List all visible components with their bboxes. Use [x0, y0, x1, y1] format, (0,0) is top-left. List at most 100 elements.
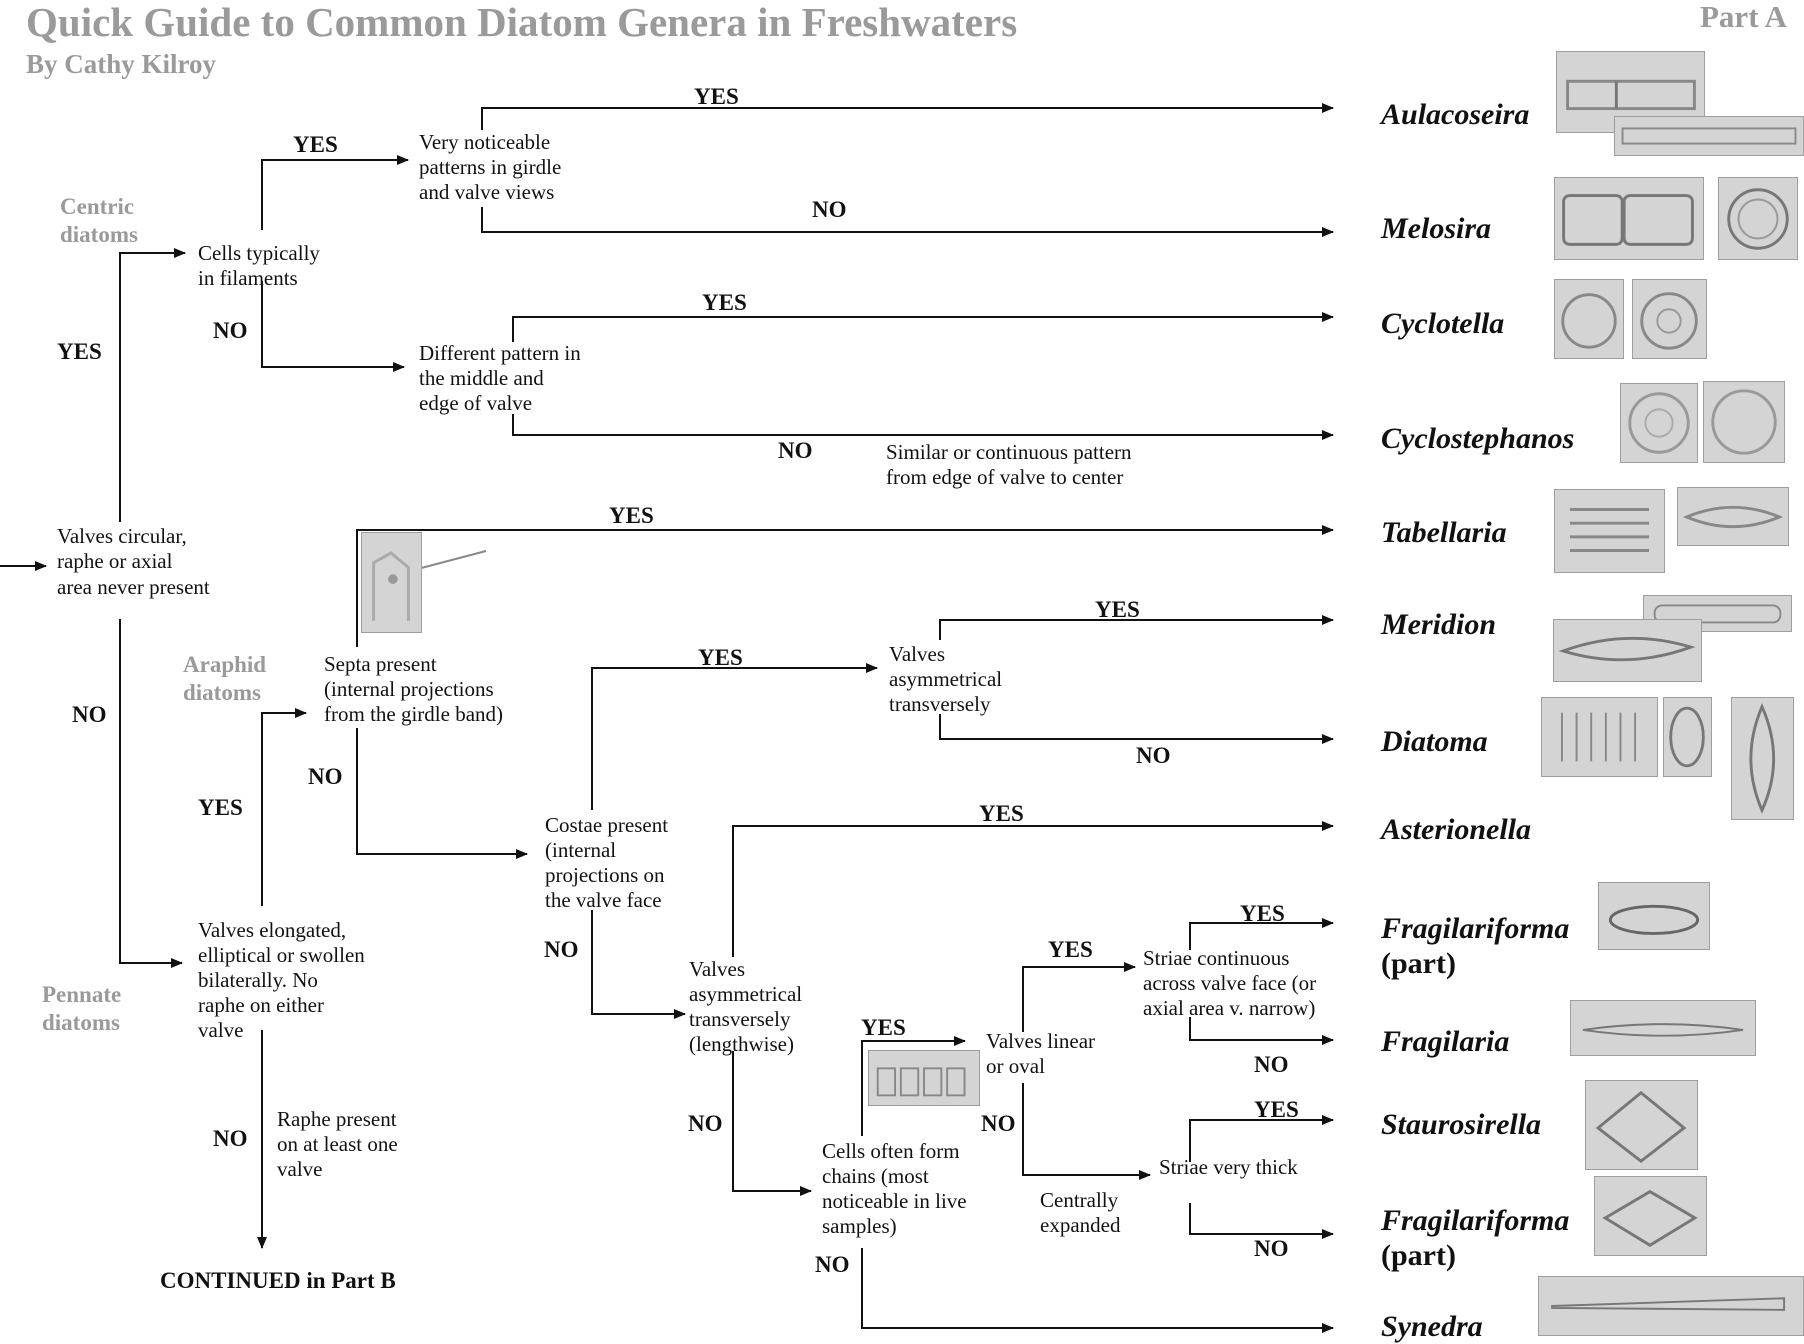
- connector-elongated-yes: [261, 708, 307, 906]
- aulacoseira-micrograph-2: [1614, 116, 1804, 156]
- connector-septa-no: [356, 728, 528, 859]
- cyclotella-micrograph-2: [1632, 279, 1707, 359]
- note-raphe-line1: Raphe present: [277, 1107, 397, 1131]
- tabellaria-micrograph-1: [1554, 489, 1665, 573]
- answer-no-elongated: NO: [213, 1126, 248, 1151]
- answer-no-patterns: NO: [812, 197, 847, 222]
- question-start-line3: area never present: [57, 575, 210, 599]
- answer-yes-patterns: YES: [694, 84, 739, 109]
- genus-melosira: Melosira: [1381, 212, 1492, 245]
- connector-filaments-yes: [261, 155, 409, 230]
- answer-no-linear: NO: [981, 1111, 1016, 1136]
- note-raphe-line3: valve: [277, 1157, 323, 1181]
- question-patterns-line3: and valve views: [419, 180, 555, 204]
- connector-chains-yes: [861, 1036, 966, 1136]
- fragilaria-micrograph: [1570, 1000, 1756, 1056]
- question-septa-line1: Septa present: [324, 652, 437, 676]
- question-elongated-line2: elliptical or swollen: [198, 943, 365, 967]
- author-line: By Cathy Kilroy: [26, 49, 217, 79]
- tabellaria-micrograph-2: [1677, 487, 1789, 546]
- diatoma-micrograph-2: [1663, 697, 1712, 777]
- question-middle-edge-line2: the middle and: [419, 366, 544, 390]
- answer-yes-asym-length: YES: [979, 801, 1024, 826]
- genus-synedra: Synedra: [1381, 1310, 1483, 1343]
- question-linear-line1: Valves linear: [986, 1029, 1096, 1053]
- answer-no-striae-cont: NO: [1254, 1052, 1289, 1077]
- connector-striae-cont-no: [1189, 1017, 1334, 1045]
- question-striae-cont-line3: axial area v. narrow): [1143, 996, 1316, 1020]
- diatoma-micrograph-1: [1541, 697, 1658, 777]
- cyclotella-micrograph-1: [1554, 279, 1624, 359]
- synedra-micrograph: [1538, 1276, 1804, 1336]
- melosira-micrograph-1: [1554, 177, 1704, 260]
- cyclostephanos-micrograph-2: [1703, 381, 1785, 463]
- question-costae-line1: Costae present: [545, 813, 669, 837]
- page-title: Quick Guide to Common Diatom Genera in F…: [26, 0, 1018, 45]
- connector-patterns-yes: [481, 103, 1334, 130]
- genus-meridion: Meridion: [1381, 608, 1497, 641]
- question-patterns-line2: patterns in girdle: [419, 155, 562, 179]
- answer-yes-linear: YES: [1048, 937, 1093, 962]
- label-araphid-line1: Araphid: [183, 652, 267, 677]
- answer-yes-chains: YES: [861, 1015, 906, 1040]
- question-chains-line4: samples): [822, 1214, 897, 1238]
- question-chains-line3: noticeable in live: [822, 1189, 967, 1213]
- connector-asym-length-no: [732, 1051, 812, 1196]
- question-linear-line2: or oval: [986, 1054, 1045, 1078]
- answer-yes-striae-thick: YES: [1254, 1097, 1299, 1122]
- genus-asterionella: Asterionella: [1381, 813, 1532, 846]
- answer-no-chains: NO: [815, 1252, 850, 1277]
- genus-cyclostephanos: Cyclostephanos: [1381, 422, 1575, 455]
- label-pennate-line1: Pennate: [42, 982, 122, 1007]
- septa-micrograph: [361, 532, 422, 633]
- connector-striae-thick-yes: [1189, 1115, 1334, 1162]
- answer-yes-asym-trans: YES: [1095, 597, 1140, 622]
- question-asym-length-line4: (lengthwise): [689, 1032, 794, 1056]
- question-elongated-line3: bilaterally. No: [198, 968, 318, 992]
- question-costae-line3: projections on: [545, 863, 665, 887]
- note-raphe-line2: on at least one: [277, 1132, 398, 1156]
- question-septa-line2: (internal projections: [324, 677, 494, 701]
- part-label: Part A: [1700, 0, 1787, 34]
- melosira-micrograph-2: [1718, 177, 1798, 260]
- genus-fragilariforma-2-part: (part): [1381, 1239, 1456, 1272]
- fragilariforma-micrograph-1: [1598, 882, 1710, 950]
- answer-no-asym-length: NO: [688, 1111, 723, 1136]
- note-similar-line2: from edge of valve to center: [886, 465, 1124, 489]
- answer-yes-striae-cont: YES: [1240, 901, 1285, 926]
- connector-striae-cont-yes: [1189, 918, 1334, 950]
- question-filaments-line1: Cells typically: [198, 241, 320, 265]
- continued-part-b: CONTINUED in Part B: [160, 1268, 396, 1293]
- question-start-line1: Valves circular,: [57, 524, 187, 548]
- answer-no-start: NO: [72, 702, 107, 727]
- chains-micrograph: [868, 1050, 980, 1106]
- answer-no-septa: NO: [308, 764, 343, 789]
- question-patterns-line1: Very noticeable: [419, 130, 551, 154]
- note-central-line1: Centrally: [1040, 1188, 1119, 1212]
- connector-asym-length-yes: [732, 821, 1334, 957]
- connector-striae-thick-no: [1189, 1203, 1334, 1239]
- connector-linear-no: [1022, 1083, 1151, 1180]
- question-filaments-line2: in filaments: [198, 266, 298, 290]
- connector-septa-yes: [356, 525, 1334, 647]
- genus-diatoma: Diatoma: [1381, 725, 1488, 758]
- answer-no-middle: NO: [778, 438, 813, 463]
- note-similar-line1: Similar or continuous pattern: [886, 440, 1132, 464]
- question-asym-length-line3: transversely: [689, 1007, 791, 1031]
- question-elongated-line1: Valves elongated,: [198, 918, 347, 942]
- connector-middle-yes: [512, 312, 1334, 342]
- genus-fragilariforma-2: Fragilariforma: [1381, 1204, 1570, 1237]
- connector-chains-no: [861, 1248, 1334, 1333]
- answer-yes-filaments: YES: [293, 132, 338, 157]
- question-costae-line2: (internal: [545, 838, 617, 862]
- answer-yes-middle: YES: [702, 290, 747, 315]
- connector-start-no: [119, 619, 183, 968]
- question-striae-thick: Striae very thick: [1159, 1155, 1298, 1179]
- answer-no-asym-trans: NO: [1136, 743, 1171, 768]
- genus-aulacoseira: Aulacoseira: [1381, 98, 1530, 131]
- label-araphid-line2: diatoms: [183, 680, 261, 705]
- note-central-line2: expanded: [1040, 1213, 1121, 1237]
- answer-yes-start: YES: [57, 339, 102, 364]
- question-middle-edge-line3: edge of valve: [419, 391, 533, 415]
